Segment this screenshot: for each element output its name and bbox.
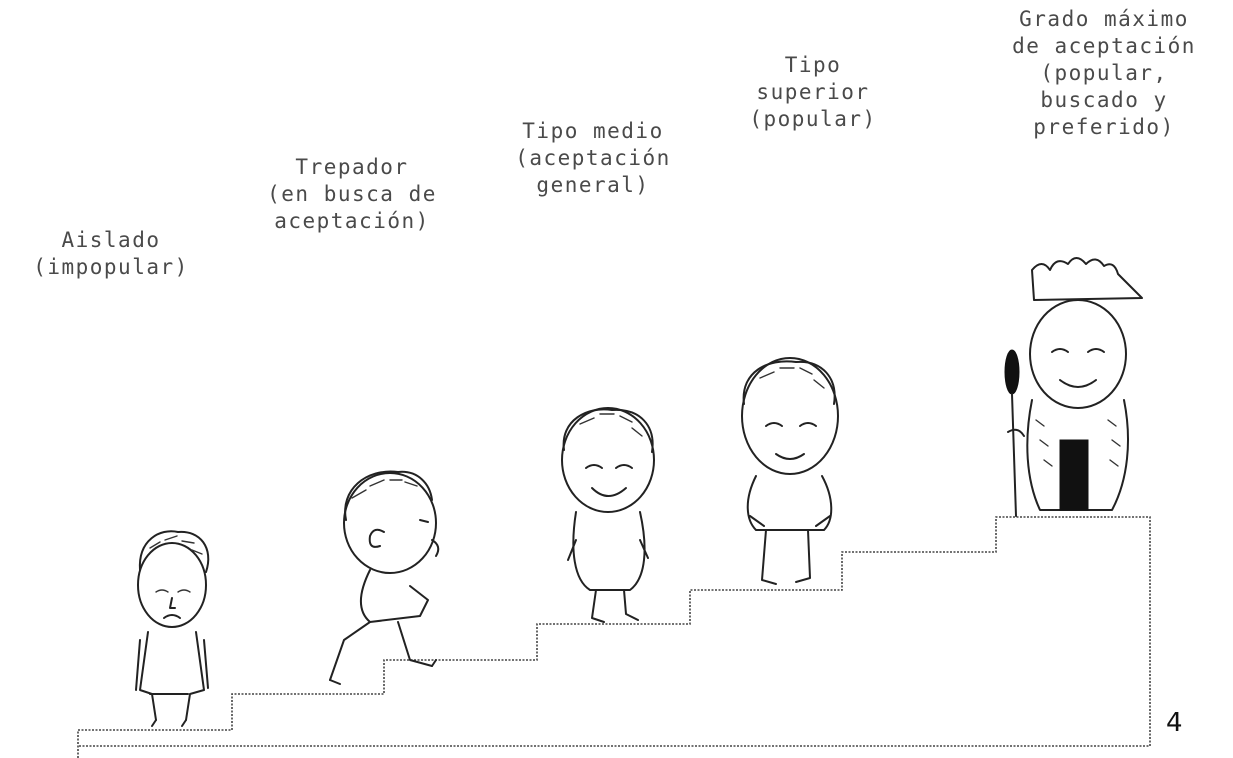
staircase (77, 516, 1151, 758)
crown-icon (1031, 257, 1143, 301)
label-superior-type: Tipo superior (popular) (749, 53, 877, 131)
page-number: 4 (1166, 708, 1183, 738)
label-average-type: Tipo medio (aceptación general) (515, 119, 671, 197)
isolated-child (135, 530, 210, 727)
label-climber: Trepador (en busca de aceptación) (267, 155, 437, 233)
climbing-child (329, 470, 440, 685)
popular-child (741, 357, 839, 585)
label-maximum-acceptance: Grado máximo de aceptación (popular, bus… (1012, 7, 1196, 139)
average-child (561, 407, 655, 623)
scepter-icon (1004, 349, 1020, 517)
crowned-child (1004, 257, 1143, 517)
label-isolated: Aislado (impopular) (33, 228, 189, 279)
